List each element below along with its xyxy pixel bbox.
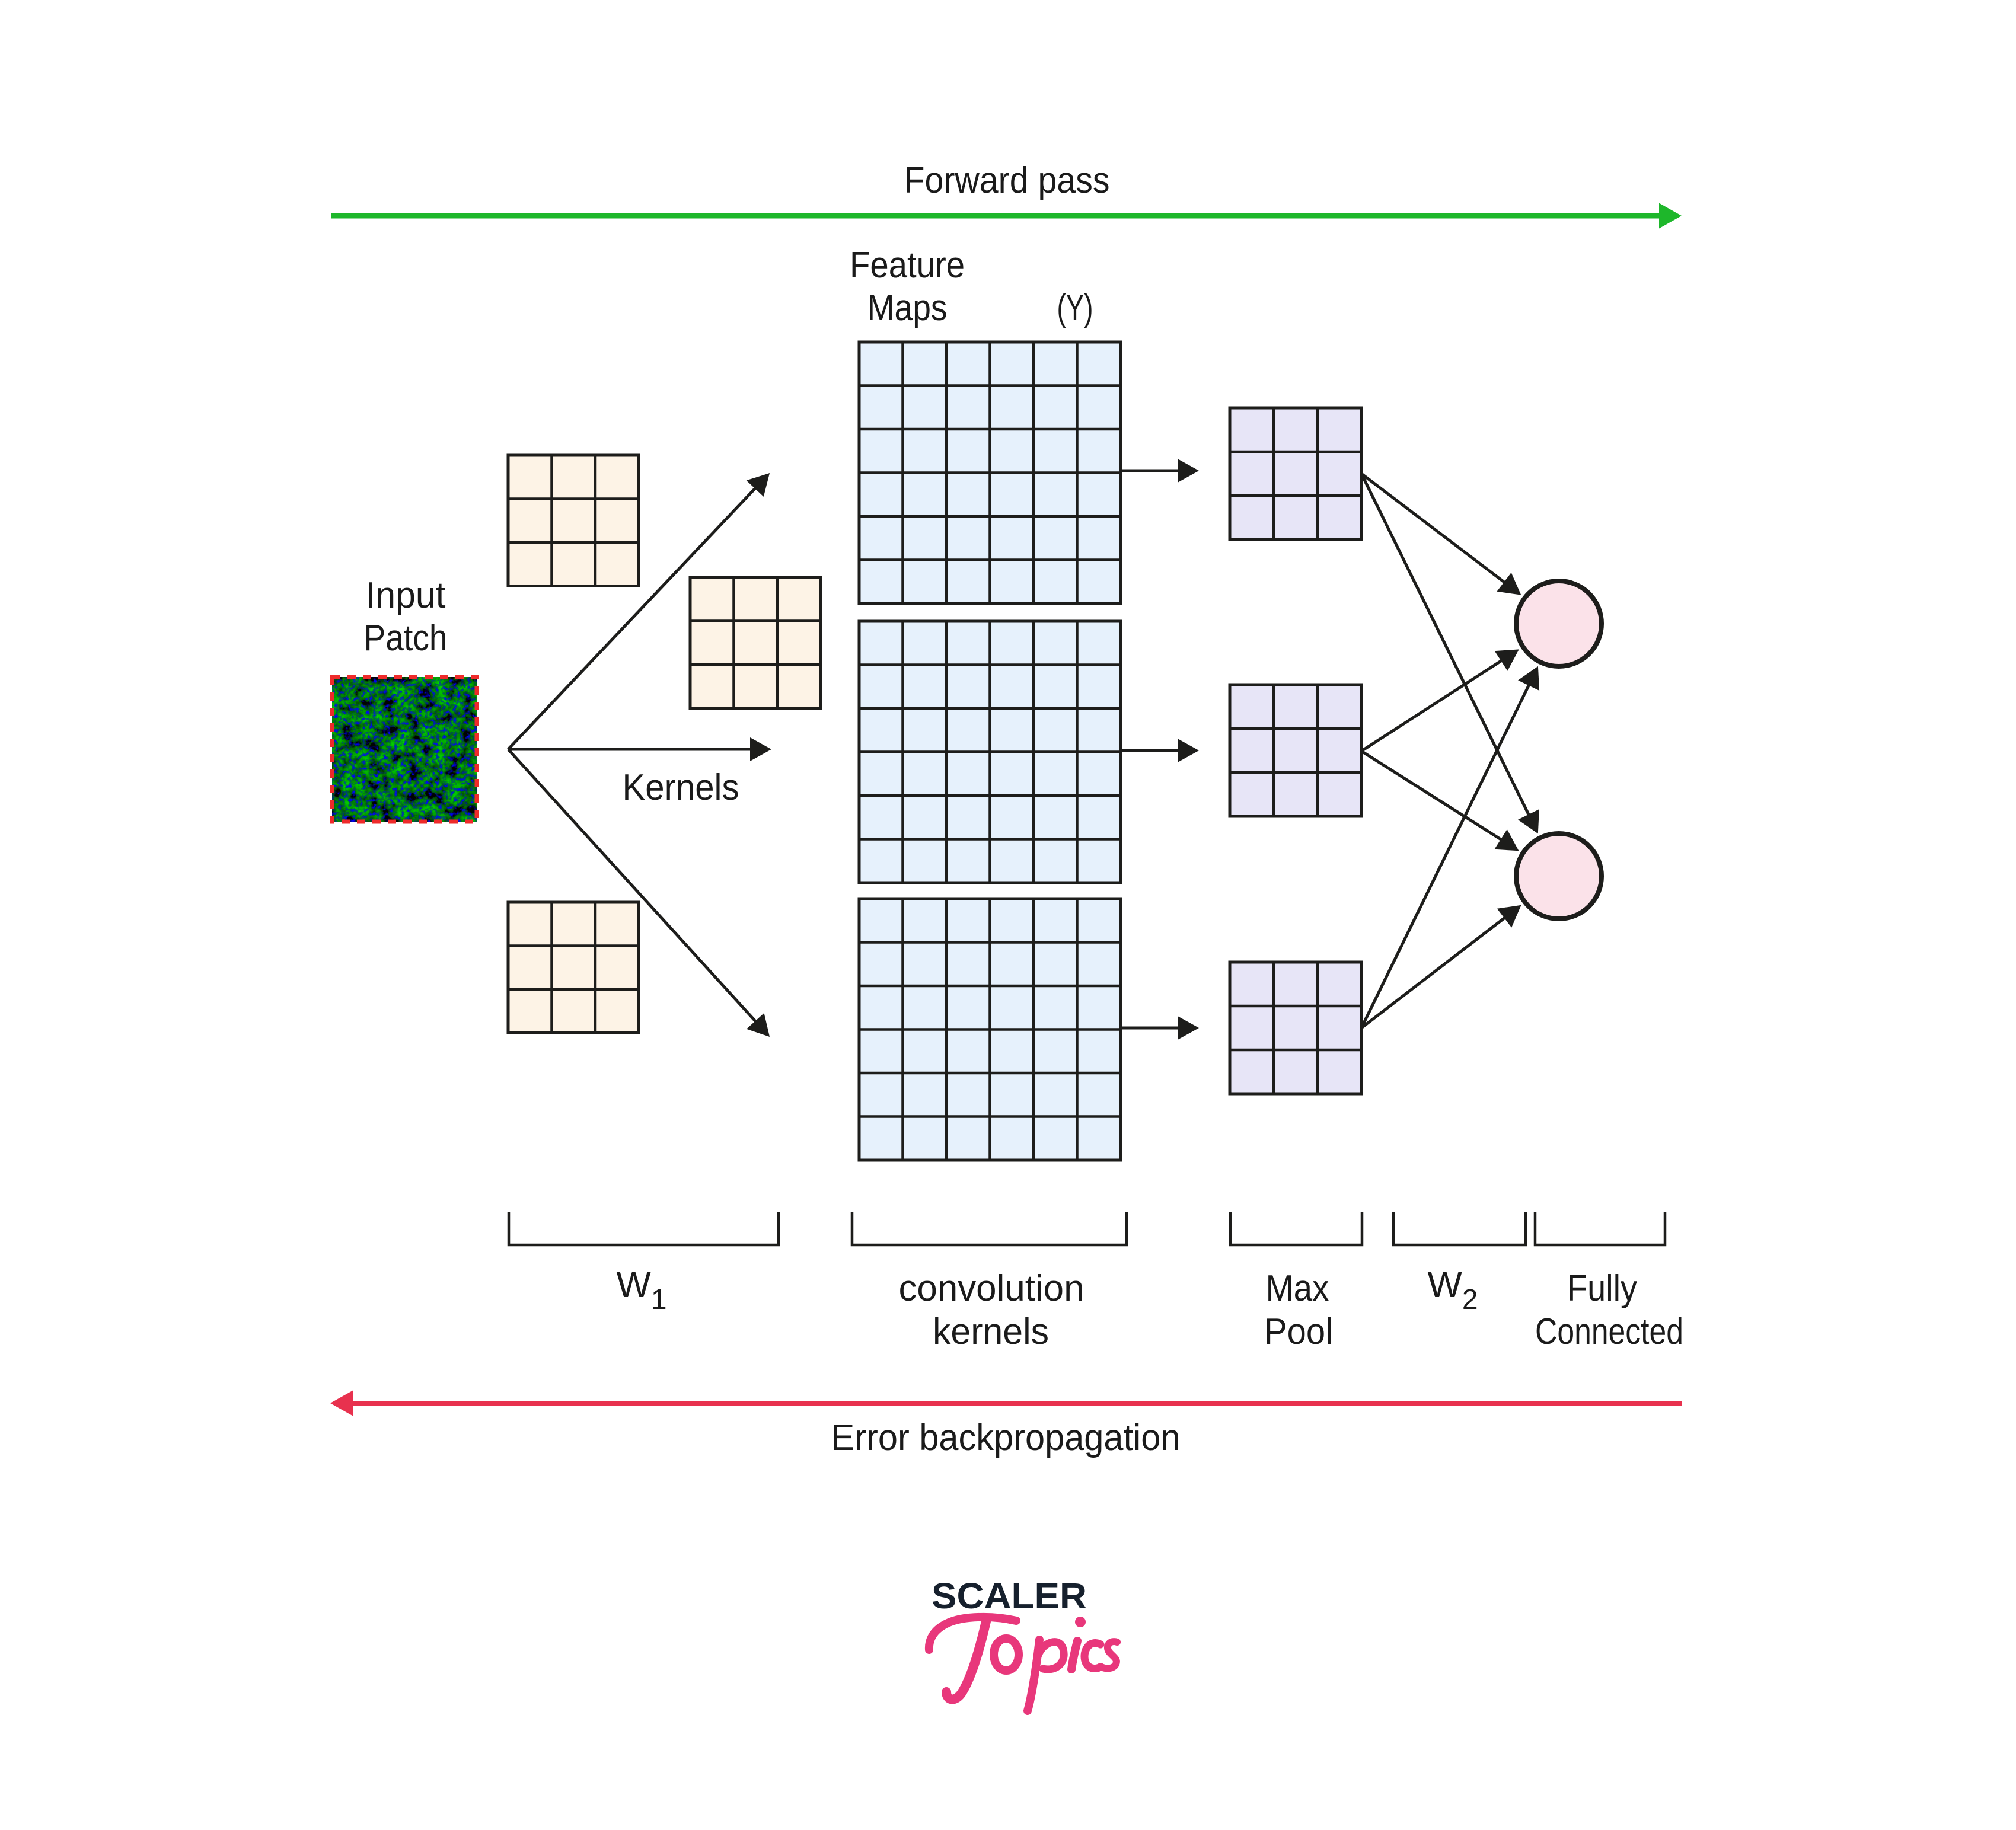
svg-text:kernels: kernels bbox=[933, 1311, 1049, 1352]
svg-text:Max: Max bbox=[1266, 1268, 1329, 1309]
svg-text:Feature: Feature bbox=[850, 245, 965, 286]
svg-text:SCALER: SCALER bbox=[932, 1576, 1087, 1616]
svg-text:Fully: Fully bbox=[1567, 1268, 1637, 1309]
svg-text:Error backpropagation: Error backpropagation bbox=[831, 1417, 1181, 1458]
svg-text:Patch: Patch bbox=[364, 618, 448, 659]
svg-text:Forward pass: Forward pass bbox=[904, 160, 1110, 201]
svg-text:Maps: Maps bbox=[867, 288, 948, 328]
svg-text:Input: Input bbox=[366, 575, 446, 616]
svg-text:(Y): (Y) bbox=[1057, 288, 1093, 328]
svg-text:convolution: convolution bbox=[899, 1268, 1084, 1309]
svg-text:Connected: Connected bbox=[1535, 1311, 1683, 1352]
svg-text:Pool: Pool bbox=[1264, 1311, 1333, 1352]
svg-text:Kernels: Kernels bbox=[623, 767, 739, 808]
